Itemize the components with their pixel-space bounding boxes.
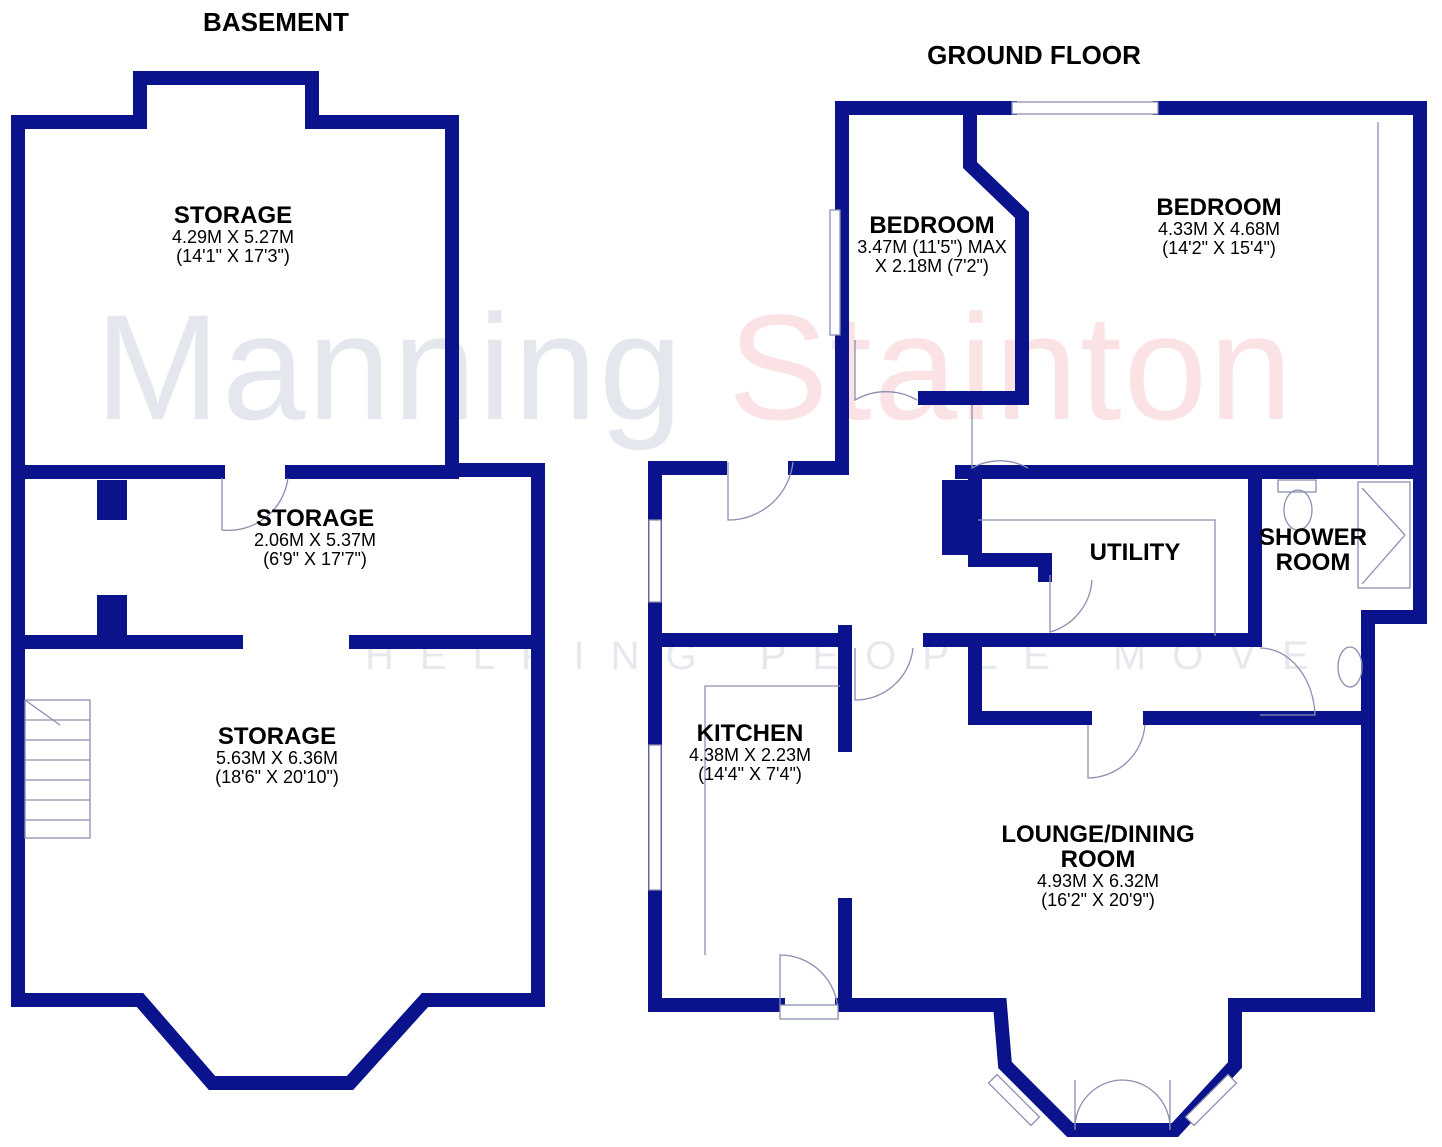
ground-walls [648,101,1427,1137]
ground-floor-title: GROUND FLOOR [927,40,1141,70]
stairs [24,699,91,839]
windows [648,101,1238,1127]
basement-walls [11,71,545,1090]
room-utility: UTILITY [1089,539,1181,566]
watermark-brand: Manning Stainton [95,283,1295,451]
doors [704,122,1411,1131]
basement-door [221,477,289,532]
basement-title: BASEMENT [203,7,349,37]
